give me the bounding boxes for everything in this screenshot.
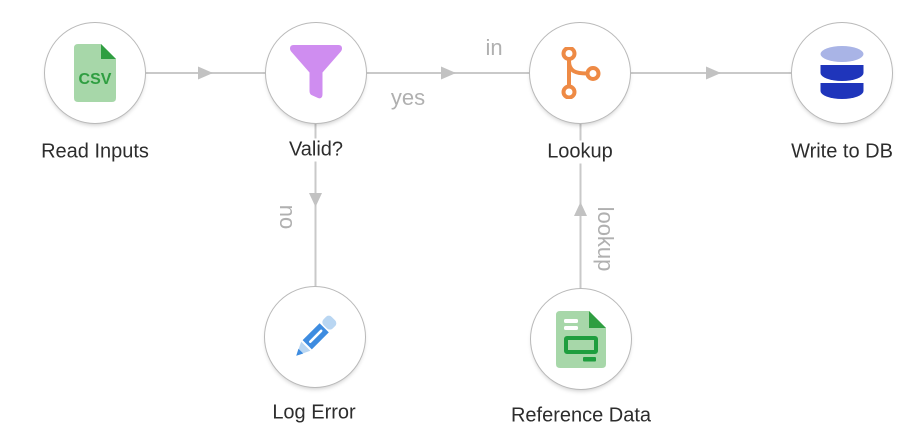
edge-read-inputs-to-valid-arrowhead <box>198 66 213 80</box>
edge-label-no: no <box>275 204 300 230</box>
pencil-icon <box>296 315 337 356</box>
report-document-icon <box>556 310 606 368</box>
node-read-inputs[interactable]: CSV <box>44 22 146 124</box>
edge-valid-to-lookup-arrowhead <box>441 66 456 80</box>
node-reference-data[interactable] <box>530 288 632 390</box>
edge-label-lookup: lookup <box>593 206 618 272</box>
funnel-filter-icon <box>290 45 342 99</box>
node-valid[interactable] <box>265 22 367 124</box>
edge-reference-data-to-lookup-arrowhead <box>574 202 587 216</box>
node-label-log-error: Log Error <box>272 401 356 424</box>
node-label-write-db: Write to DB <box>791 140 893 163</box>
node-lookup[interactable] <box>529 22 631 124</box>
csv-file-icon: CSV <box>74 44 116 102</box>
node-write-db[interactable] <box>791 22 893 124</box>
node-label-reference-data: Reference Data <box>510 404 652 427</box>
edge-lookup-to-write-db-arrowhead <box>706 66 721 80</box>
edge-label-in: in <box>485 35 503 60</box>
csv-text: CSV <box>79 71 112 88</box>
database-icon <box>820 46 864 99</box>
node-label-valid: Valid? <box>281 138 351 162</box>
edge-valid-to-log-error-arrowhead <box>309 193 322 207</box>
edge-label-yes: yes <box>390 85 426 110</box>
node-log-error[interactable] <box>264 286 366 388</box>
node-label-read-inputs: Read Inputs <box>41 140 149 163</box>
branch-icon <box>561 47 601 99</box>
node-label-lookup: Lookup <box>540 140 620 164</box>
